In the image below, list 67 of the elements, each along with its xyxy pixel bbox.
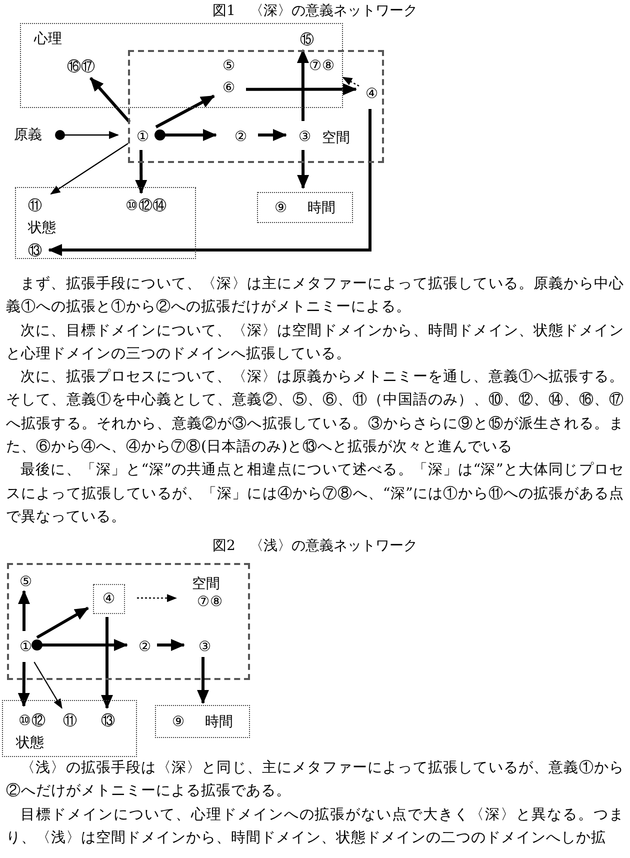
- domain-label: 心理: [34, 30, 62, 48]
- sense-box: ④: [93, 584, 125, 614]
- sense-number: ②: [232, 128, 250, 146]
- domain-box: [155, 705, 250, 738]
- sense-number: ⑦⑧: [192, 593, 228, 611]
- domain-box: [2, 700, 137, 757]
- sense-number: ②: [136, 638, 154, 656]
- paragraph: 次に、拡張プロセスについて、〈深〉は原義からメトニミーを通し、意義①へ拡張する。そして、意義①を中心義として、意義②、⑤、⑥、⑪（中国語のみ）、⑩、⑫、⑭、⑯、⑰へ拡張する。それから、意義②が③へ拡張している。③からさらに⑨と⑮が派生される。また、⑥から④へ、④から⑦⑧(日本語のみ)と⑬へと拡張が次々と進んでいる: [6, 368, 624, 458]
- sense-number: ④: [363, 85, 381, 103]
- sense-number: ①: [134, 128, 152, 146]
- sense-number: ⑤: [17, 573, 35, 591]
- domain-label: 時間: [308, 200, 336, 214]
- sense-number: ⑨: [274, 200, 288, 214]
- arrow: [297, 150, 310, 189]
- arrow: [48, 109, 372, 256]
- domain-box: [20, 23, 343, 108]
- sense-number: ⑪: [61, 712, 79, 730]
- arrow: [34, 662, 62, 709]
- arrow: [32, 639, 128, 651]
- paragraph: まず、拡張手段について、〈深〉は主にメタファーによって拡張している。原義から中心義①への拡張と①から②への拡張だけがメトニミーによる。: [6, 274, 624, 318]
- sense-number: ⑮: [298, 31, 316, 49]
- sense-number: ⑨: [172, 714, 185, 728]
- arrow: [157, 639, 185, 651]
- domain-label: 空間: [192, 575, 220, 593]
- dashed-domain-box: [128, 50, 384, 163]
- sense-number: ⑯⑰: [63, 58, 99, 76]
- sense-number: ⑪: [26, 197, 44, 215]
- domain-label: 空間: [322, 129, 350, 147]
- sense-number: ⑤: [220, 57, 238, 75]
- sense-number: ⑥: [220, 79, 238, 97]
- domain-label: 状態: [28, 219, 56, 237]
- figure-caption: 図2 〈浅〉の意義ネットワーク: [212, 537, 418, 556]
- arrow: [50, 143, 128, 194]
- sense-number: ③: [296, 128, 314, 146]
- domain-box: [257, 192, 353, 223]
- sense-number: ⑦⑧: [304, 57, 340, 75]
- domain-label: 状態: [16, 734, 44, 752]
- paragraph: 目標ドメインについて、心理ドメインへの拡張がない点で大きく〈深〉と異なる。つまり、〈浅〉は空間ドメインから、時間ドメイン、状態ドメインの二つのドメインへしか拡: [6, 806, 624, 848]
- domain-box: [15, 187, 196, 259]
- dashed-domain-box: [7, 563, 250, 680]
- arrow: [36, 606, 89, 639]
- arrow: [342, 76, 360, 87]
- arrow: [18, 590, 30, 631]
- figure-caption: 図1 〈深〉の意義ネットワーク: [212, 2, 418, 21]
- sense-number: ⑩⑫: [14, 712, 50, 730]
- arrow: [246, 83, 357, 96]
- sense-number: ①: [17, 638, 35, 656]
- domain-label: 時間: [205, 714, 233, 728]
- arrow: [197, 657, 209, 704]
- paragraph: 次に、目標ドメインについて、〈深〉は空間ドメインから、時間ドメイン、状態ドメインと心理ドメインの三つのドメインへ拡張している。: [6, 322, 624, 364]
- arrow: [296, 49, 309, 121]
- sense-number: ⑬: [99, 712, 117, 730]
- arrow: [89, 77, 131, 123]
- arrow: [135, 150, 148, 194]
- sense-number: ③: [196, 638, 214, 656]
- paragraph: 〈浅〉の拡張手段は〈深〉と同じ、主にメタファーによって拡張しているが、意義①から②へだけがメトニミーによる拡張である。: [6, 758, 624, 802]
- arrow: [154, 129, 217, 141]
- arrow: [101, 617, 113, 709]
- arrow: [155, 94, 215, 128]
- arrow: [137, 594, 177, 602]
- sense-number: ⑬: [26, 242, 44, 260]
- paragraph: 最後に、「深」と“深”の共通点と相違点について述べる。「深」は“深”と大体同じプロセスによって拡張しているが、「深」には④から⑦⑧へ、“深”には①から⑪への拡張がある点で異なっている。: [6, 460, 624, 527]
- arrow: [258, 129, 287, 141]
- arrow: [55, 130, 119, 140]
- sense-label: 原義: [10, 125, 46, 145]
- sense-number: ⑩⑫⑭: [119, 197, 173, 215]
- arrow: [18, 662, 30, 707]
